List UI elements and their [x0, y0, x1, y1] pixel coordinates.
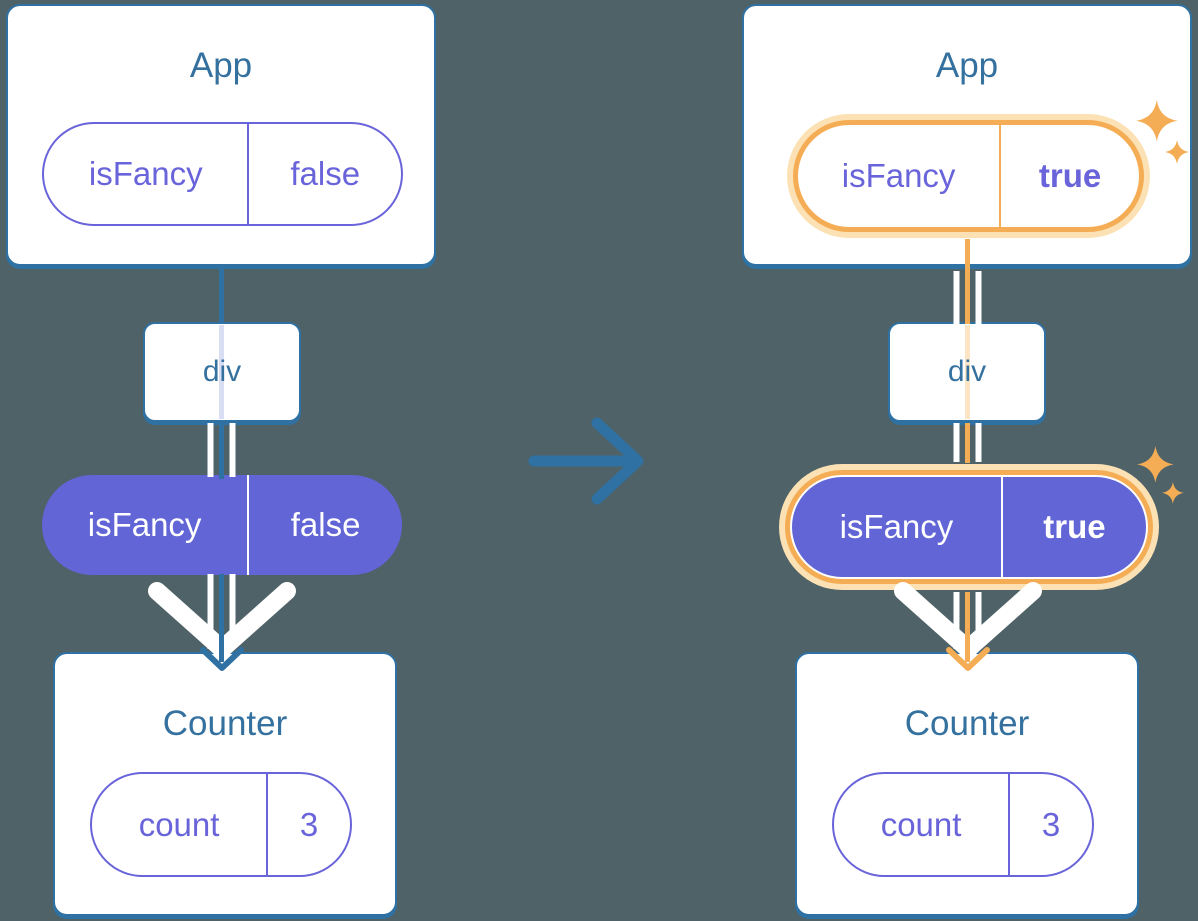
sparkle-icon: [1137, 446, 1174, 483]
prop-name: isFancy: [841, 157, 956, 194]
left-div-prop-trace-line: [219, 325, 224, 419]
transition-arrow-icon: [528, 417, 644, 505]
right-div-title: div: [947, 355, 987, 388]
left-app-title: App: [189, 46, 253, 85]
left-div-to-pill-line: [207, 423, 236, 479]
right-app-to-div-line: [953, 266, 982, 324]
prop-name: isFancy: [839, 508, 954, 545]
prop-value: true: [999, 125, 1139, 227]
prop-value: true: [1000, 477, 1146, 577]
prop-name: isFancy: [88, 155, 203, 192]
right-counter-title: Counter: [904, 704, 1030, 743]
state-value: 3: [1008, 774, 1092, 875]
left-passed-prop-pill: isFancy false: [42, 475, 402, 575]
prop-name: isFancy: [87, 506, 202, 543]
right-div-prop-trace-line: [965, 325, 970, 419]
left-div-title: div: [202, 355, 242, 388]
prop-value: false: [247, 124, 401, 224]
state-name: count: [880, 805, 962, 843]
left-counter-state-pill: count 3: [90, 772, 352, 877]
prop-value: false: [247, 475, 402, 575]
right-counter-state-pill: count 3: [832, 772, 1094, 877]
left-counter-title: Counter: [162, 704, 288, 743]
right-passed-prop-pill-highlighted: isFancy true: [785, 470, 1153, 584]
right-passed-prop-pill-inner: isFancy true: [792, 477, 1146, 577]
right-app-prop-pill-highlighted: isFancy true: [793, 120, 1144, 232]
right-div-to-pill-line: [953, 423, 982, 463]
left-app-prop-pill: isFancy false: [42, 122, 403, 226]
right-app-title: App: [935, 46, 999, 85]
sparkle-icon: [1162, 482, 1184, 504]
state-value: 3: [266, 774, 350, 875]
state-name: count: [138, 805, 220, 843]
